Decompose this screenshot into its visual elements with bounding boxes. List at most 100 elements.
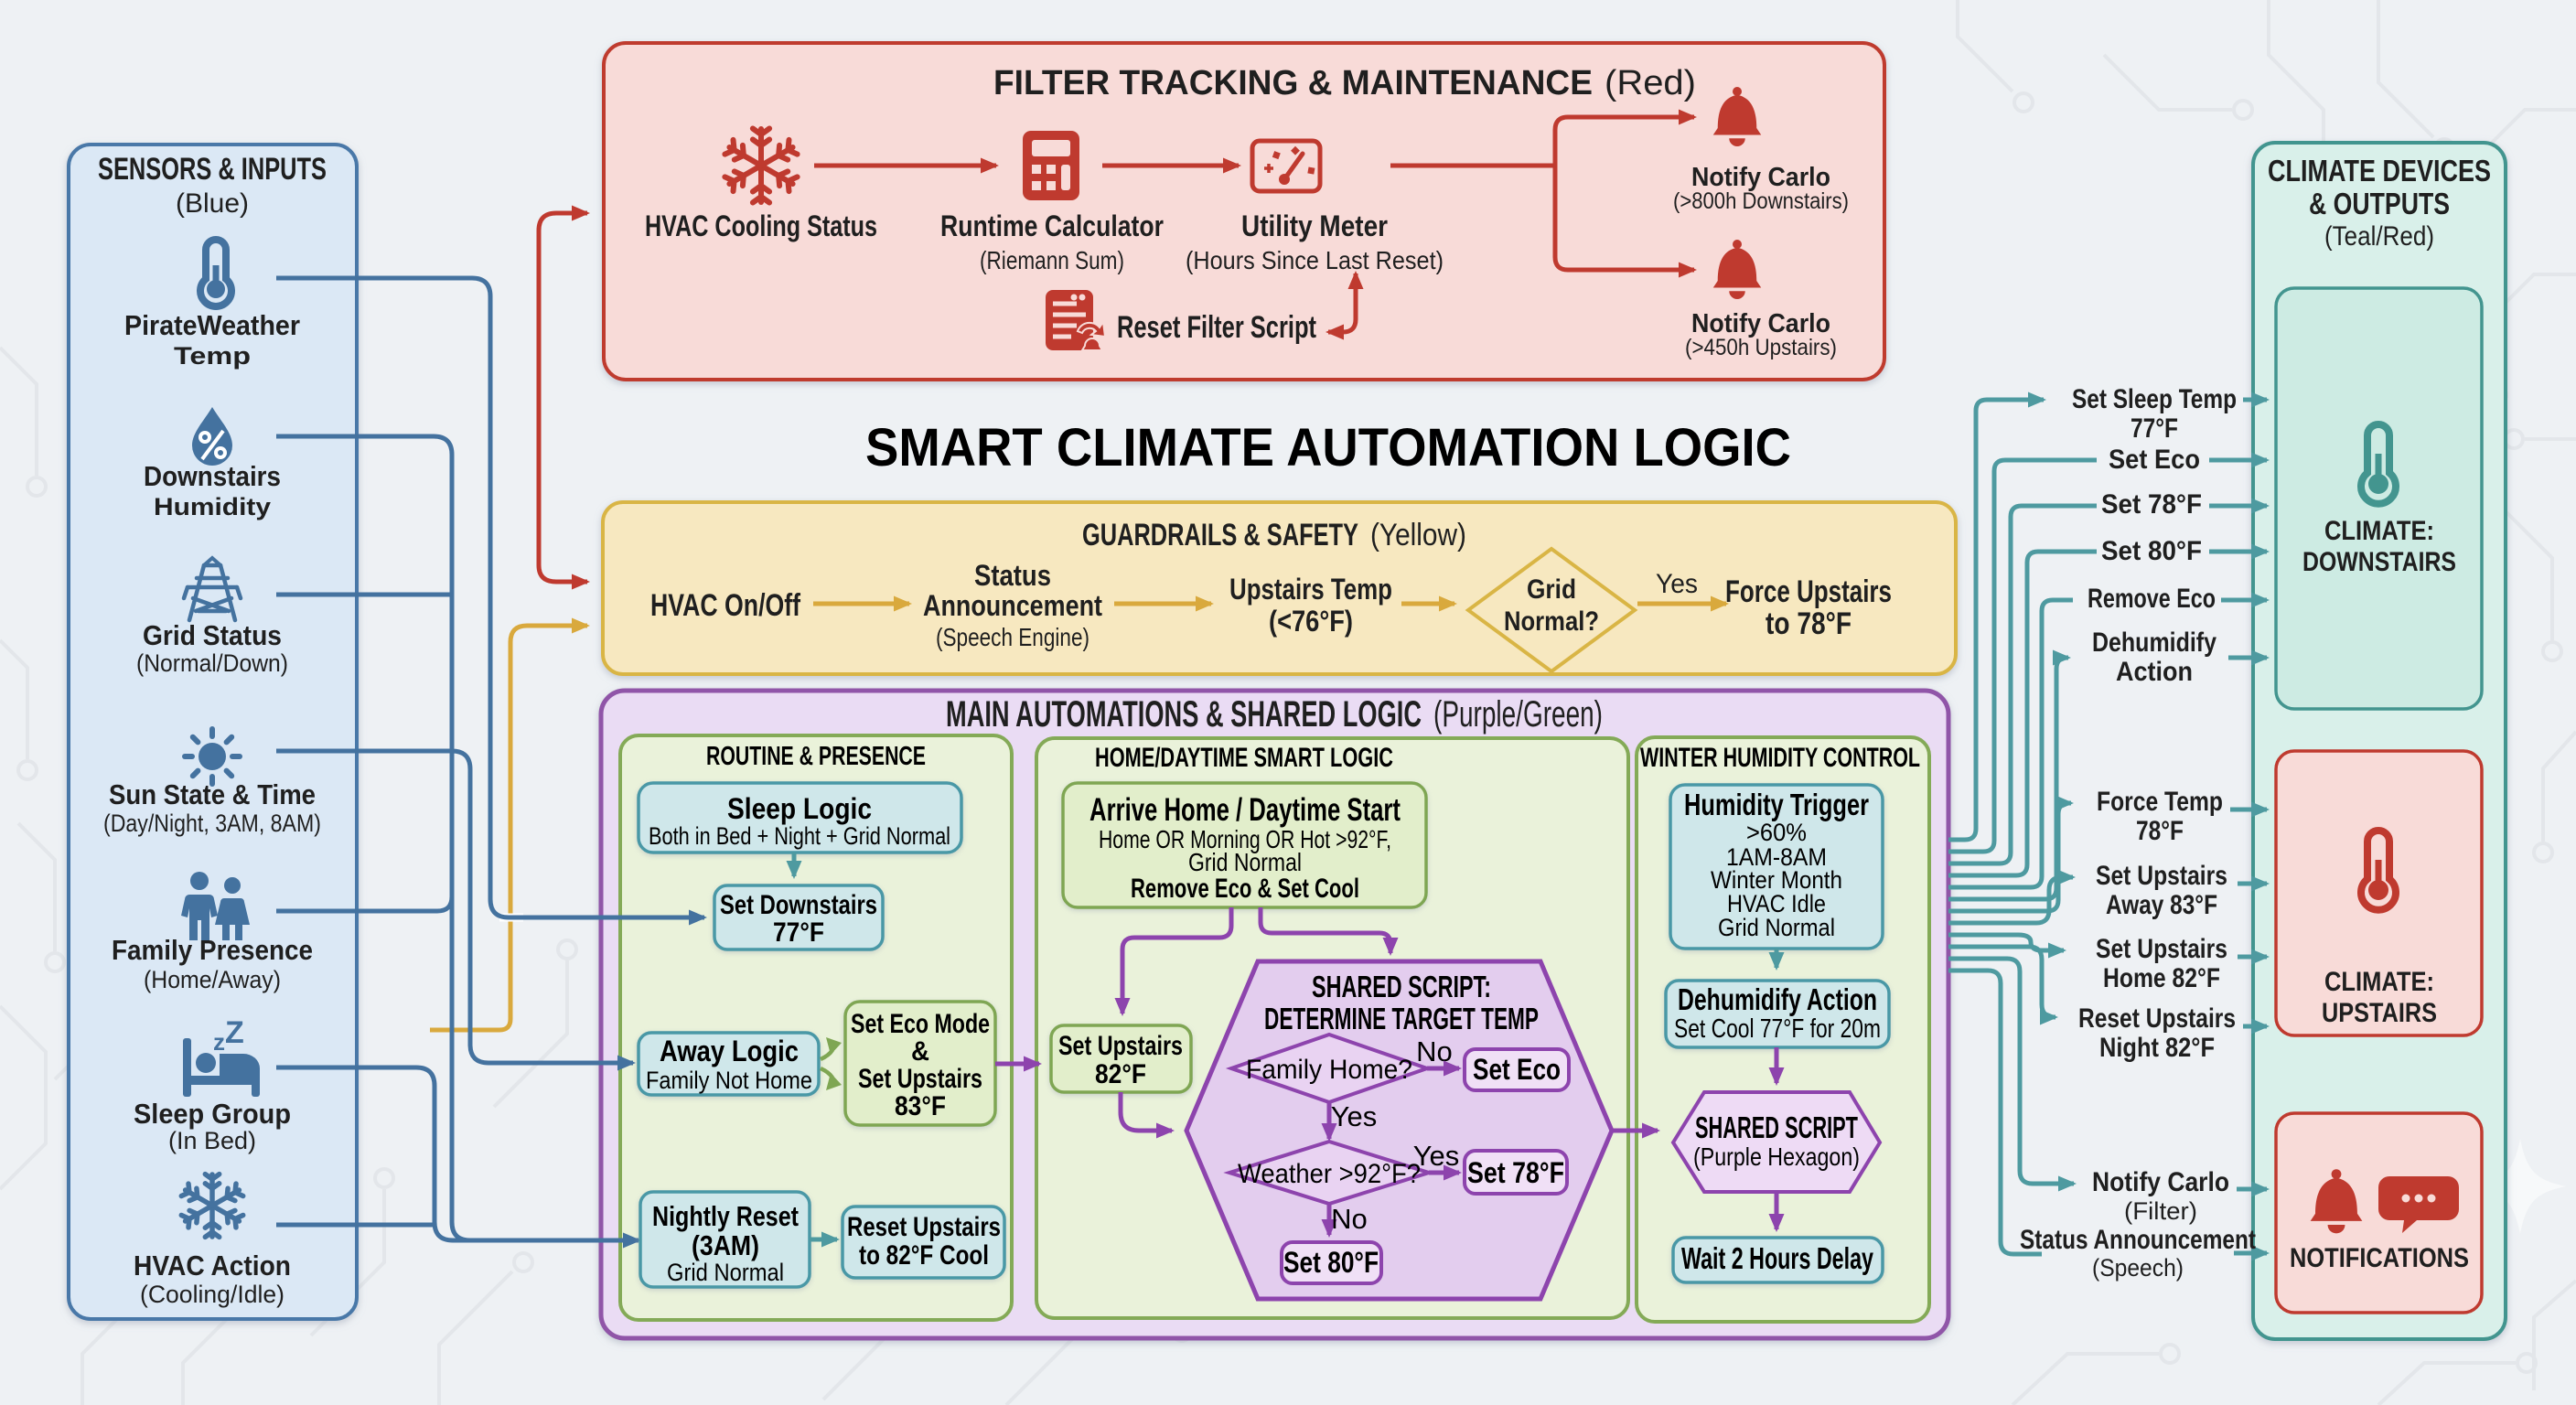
svg-text:WINTER HUMIDITY CONTROL: WINTER HUMIDITY CONTROL bbox=[1640, 743, 1920, 773]
svg-text:Notify Carlo: Notify Carlo bbox=[1691, 163, 1830, 192]
svg-text:(3AM): (3AM) bbox=[692, 1229, 759, 1261]
svg-text:Utility Meter: Utility Meter bbox=[1241, 209, 1388, 242]
svg-text:(Yellow): (Yellow) bbox=[1370, 518, 1466, 552]
svg-text:Yes: Yes bbox=[1656, 569, 1698, 599]
svg-text:Notify Carlo: Notify Carlo bbox=[1691, 309, 1830, 338]
svg-text:PirateWeather: PirateWeather bbox=[124, 309, 300, 341]
svg-text:Set Cool 77°F for 20m: Set Cool 77°F for 20m bbox=[1674, 1014, 1881, 1044]
svg-text:(Day/Night, 3AM, 8AM): (Day/Night, 3AM, 8AM) bbox=[103, 810, 321, 837]
svg-text:(Home/Away): (Home/Away) bbox=[144, 966, 281, 993]
svg-text:No: No bbox=[1331, 1203, 1368, 1235]
svg-text:DOWNSTAIRS: DOWNSTAIRS bbox=[2302, 547, 2456, 577]
svg-text:Set Upstairs: Set Upstairs bbox=[1058, 1031, 1183, 1061]
svg-text:UPSTAIRS: UPSTAIRS bbox=[2322, 998, 2437, 1028]
svg-text:Away Logic: Away Logic bbox=[660, 1035, 799, 1067]
svg-text:SENSORS & INPUTS: SENSORS & INPUTS bbox=[98, 152, 327, 187]
svg-text:Dehumidify Action: Dehumidify Action bbox=[1678, 982, 1877, 1016]
svg-text:(Blue): (Blue) bbox=[176, 188, 249, 219]
svg-text:SHARED SCRIPT:: SHARED SCRIPT: bbox=[1312, 970, 1491, 1003]
svg-text:CLIMATE DEVICES: CLIMATE DEVICES bbox=[2268, 154, 2491, 188]
svg-text:Set 80°F: Set 80°F bbox=[2101, 536, 2202, 566]
svg-text:(Teal/Red): (Teal/Red) bbox=[2324, 221, 2434, 252]
svg-text:HVAC Cooling Status: HVAC Cooling Status bbox=[645, 209, 877, 242]
svg-text:Home OR Morning OR Hot >92°F,: Home OR Morning OR Hot >92°F, bbox=[1099, 825, 1391, 853]
svg-text:Yes: Yes bbox=[1331, 1100, 1378, 1132]
svg-text:HVAC Idle: HVAC Idle bbox=[1727, 890, 1826, 917]
svg-text:78°F: 78°F bbox=[2136, 816, 2184, 846]
svg-text:HOME/DAYTIME SMART LOGIC: HOME/DAYTIME SMART LOGIC bbox=[1095, 743, 1393, 773]
svg-text:77°F: 77°F bbox=[773, 917, 824, 948]
svg-text:(Purple Hexagon): (Purple Hexagon) bbox=[1693, 1142, 1860, 1171]
svg-text:CLIMATE:: CLIMATE: bbox=[2324, 516, 2434, 546]
svg-text:Remove Eco: Remove Eco bbox=[2088, 584, 2216, 614]
svg-text:Night 82°F: Night 82°F bbox=[2099, 1033, 2215, 1063]
svg-text:Away 83°F: Away 83°F bbox=[2106, 890, 2217, 920]
svg-text:Notify Carlo: Notify Carlo bbox=[2092, 1167, 2229, 1197]
svg-text:(Speech Engine): (Speech Engine) bbox=[936, 623, 1089, 651]
svg-text:Z: Z bbox=[225, 1015, 244, 1050]
svg-text:to 82°F Cool: to 82°F Cool bbox=[859, 1240, 989, 1271]
svg-text:Grid Normal: Grid Normal bbox=[1188, 848, 1302, 876]
svg-text:Dehumidify: Dehumidify bbox=[2092, 627, 2216, 658]
svg-text:to 78°F: to 78°F bbox=[1766, 606, 1852, 641]
svg-text:Humidity Trigger: Humidity Trigger bbox=[1684, 788, 1869, 821]
svg-text:Arrive Home / Daytime Start: Arrive Home / Daytime Start bbox=[1089, 792, 1401, 828]
svg-text:Status: Status bbox=[974, 559, 1051, 592]
svg-text:(>800h Downstairs): (>800h Downstairs) bbox=[1673, 188, 1849, 214]
svg-text:Yes: Yes bbox=[1413, 1140, 1460, 1172]
svg-text:(>450h Upstairs): (>450h Upstairs) bbox=[1685, 335, 1837, 360]
svg-text:Wait 2 Hours Delay: Wait 2 Hours Delay bbox=[1681, 1241, 1873, 1275]
svg-text:(Hours Since Last Reset): (Hours Since Last Reset) bbox=[1186, 246, 1444, 274]
svg-text:Remove Eco & Set Cool: Remove Eco & Set Cool bbox=[1131, 874, 1359, 904]
svg-text:Humidity: Humidity bbox=[154, 493, 271, 520]
svg-text:Reset Upstairs: Reset Upstairs bbox=[2078, 1003, 2236, 1034]
svg-text:Family Not Home: Family Not Home bbox=[646, 1067, 812, 1094]
svg-text:(Riemann Sum): (Riemann Sum) bbox=[980, 246, 1124, 274]
svg-text:Grid Normal: Grid Normal bbox=[1718, 914, 1835, 941]
svg-text:Grid Status: Grid Status bbox=[143, 619, 282, 651]
svg-text:Announcement: Announcement bbox=[923, 589, 1102, 622]
svg-text:CLIMATE:: CLIMATE: bbox=[2324, 967, 2434, 997]
svg-text:Set Upstairs: Set Upstairs bbox=[2096, 934, 2227, 964]
svg-text:GUARDRAILS & SAFETY: GUARDRAILS & SAFETY bbox=[1082, 518, 1358, 552]
svg-text:Set Eco Mode: Set Eco Mode bbox=[851, 1009, 990, 1039]
svg-text:Temp: Temp bbox=[174, 342, 251, 370]
svg-text:77°F: 77°F bbox=[2131, 413, 2178, 444]
svg-text:&: & bbox=[911, 1036, 929, 1067]
svg-text:Normal?: Normal? bbox=[1504, 606, 1599, 637]
svg-text:Action: Action bbox=[2116, 657, 2193, 687]
svg-text:(In Bed): (In Bed) bbox=[168, 1127, 256, 1154]
svg-text:Set Upstairs: Set Upstairs bbox=[858, 1064, 982, 1094]
svg-text:Family Home?: Family Home? bbox=[1246, 1055, 1412, 1085]
svg-text:Weather >92°F?: Weather >92°F? bbox=[1238, 1159, 1421, 1189]
svg-text:Set Upstairs: Set Upstairs bbox=[2096, 861, 2227, 891]
svg-text:Home 82°F: Home 82°F bbox=[2103, 963, 2220, 993]
svg-text:Set Sleep Temp: Set Sleep Temp bbox=[2072, 384, 2237, 414]
svg-text:DETERMINE TARGET TEMP: DETERMINE TARGET TEMP bbox=[1264, 1002, 1539, 1035]
svg-text:Set Eco: Set Eco bbox=[1473, 1053, 1561, 1086]
svg-text:Force Upstairs: Force Upstairs bbox=[1725, 574, 1892, 609]
svg-text:Sleep Logic: Sleep Logic bbox=[727, 792, 872, 825]
svg-text:(Red): (Red) bbox=[1605, 64, 1696, 102]
svg-text:Winter Month: Winter Month bbox=[1711, 866, 1842, 894]
svg-text:Set Downstairs: Set Downstairs bbox=[720, 890, 877, 920]
svg-text:No: No bbox=[1416, 1035, 1453, 1067]
svg-text:Set 78°F: Set 78°F bbox=[2101, 489, 2202, 520]
svg-text:Both in Bed + Night + Grid Nor: Both in Bed + Night + Grid Normal bbox=[649, 822, 950, 850]
svg-text:83°F: 83°F bbox=[895, 1091, 946, 1121]
svg-text:Runtime Calculator: Runtime Calculator bbox=[940, 209, 1164, 242]
svg-text:NOTIFICATIONS: NOTIFICATIONS bbox=[2290, 1243, 2469, 1273]
svg-text:(Speech): (Speech) bbox=[2092, 1254, 2184, 1282]
svg-text:(Purple/Green): (Purple/Green) bbox=[1433, 694, 1603, 735]
svg-text:Set Eco: Set Eco bbox=[2109, 445, 2200, 475]
svg-text:HVAC On/Off: HVAC On/Off bbox=[650, 588, 801, 623]
svg-text:MAIN AUTOMATIONS & SHARED LOGI: MAIN AUTOMATIONS & SHARED LOGIC bbox=[946, 694, 1422, 735]
svg-text:SMART CLIMATE AUTOMATION LOGIC: SMART CLIMATE AUTOMATION LOGIC bbox=[865, 418, 1791, 477]
svg-text:82°F: 82°F bbox=[1095, 1059, 1146, 1089]
svg-text:z: z bbox=[213, 1028, 225, 1056]
svg-text:Set 78°F: Set 78°F bbox=[1467, 1156, 1564, 1189]
svg-text:Set 80°F: Set 80°F bbox=[1283, 1246, 1379, 1279]
svg-text:Reset Filter Script: Reset Filter Script bbox=[1117, 310, 1316, 345]
svg-text:Grid Normal: Grid Normal bbox=[667, 1259, 784, 1286]
svg-text:SHARED SCRIPT: SHARED SCRIPT bbox=[1695, 1110, 1858, 1144]
